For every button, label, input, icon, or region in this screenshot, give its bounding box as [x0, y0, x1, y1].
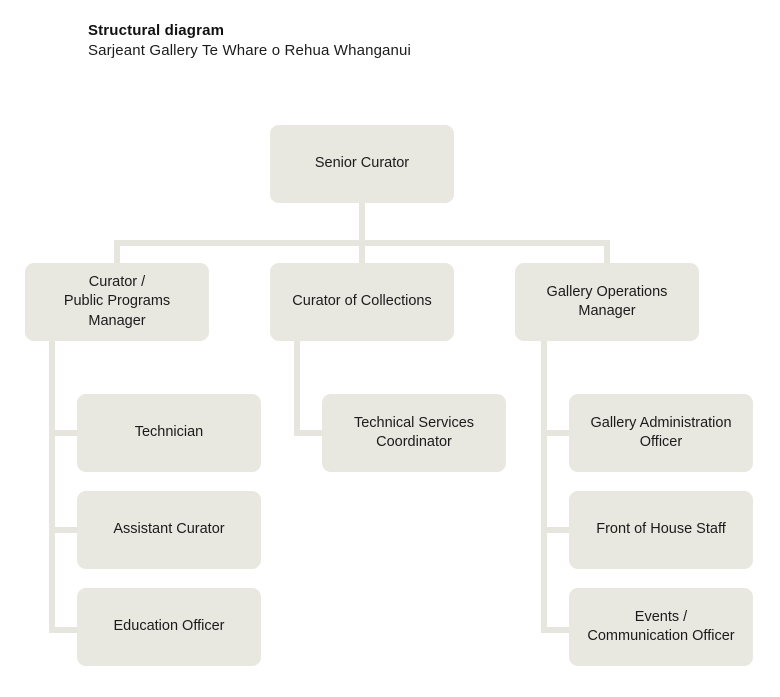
connector-spine-right	[541, 340, 547, 633]
connector-stub-assistant-curator	[49, 527, 80, 533]
node-front-of-house-staff[interactable]: Front of House Staff	[569, 491, 753, 569]
node-gallery-operations-manager[interactable]: Gallery Operations Manager	[515, 263, 699, 341]
node-gallery-administration-officer[interactable]: Gallery Administration Officer	[569, 394, 753, 472]
connector-stub-events-communication-officer	[541, 627, 572, 633]
connector-spine-middle	[294, 340, 300, 436]
node-curator-of-collections[interactable]: Curator of Collections	[270, 263, 454, 341]
connector-stub-technical-services-coordinator	[294, 430, 325, 436]
connector-drop-curator-of-collections	[359, 240, 365, 263]
connector-stub-technician	[49, 430, 80, 436]
connector-stub-front-of-house-staff	[541, 527, 572, 533]
page-subtitle: Sarjeant Gallery Te Whare o Rehua Whanga…	[88, 41, 412, 59]
node-technical-services-coordinator[interactable]: Technical Services Coordinator	[322, 394, 506, 472]
node-curator-public-programs-manager[interactable]: Curator / Public Programs Manager	[25, 263, 209, 341]
node-senior-curator[interactable]: Senior Curator	[270, 125, 454, 203]
connector-drop-curator-public-programs	[114, 240, 120, 263]
node-technician[interactable]: Technician	[77, 394, 261, 472]
connector-stub-education-officer	[49, 627, 80, 633]
node-events-communication-officer[interactable]: Events / Communication Officer	[569, 588, 753, 666]
connector-spine-left	[49, 340, 55, 633]
connector-senior-curator-stem	[359, 200, 365, 244]
connector-stub-gallery-administration-officer	[541, 430, 572, 436]
node-education-officer[interactable]: Education Officer	[77, 588, 261, 666]
connector-drop-gallery-operations	[604, 240, 610, 263]
node-assistant-curator[interactable]: Assistant Curator	[77, 491, 261, 569]
diagram-header: Structural diagram Sarjeant Gallery Te W…	[88, 21, 411, 61]
page-title: Structural diagram	[88, 22, 225, 39]
